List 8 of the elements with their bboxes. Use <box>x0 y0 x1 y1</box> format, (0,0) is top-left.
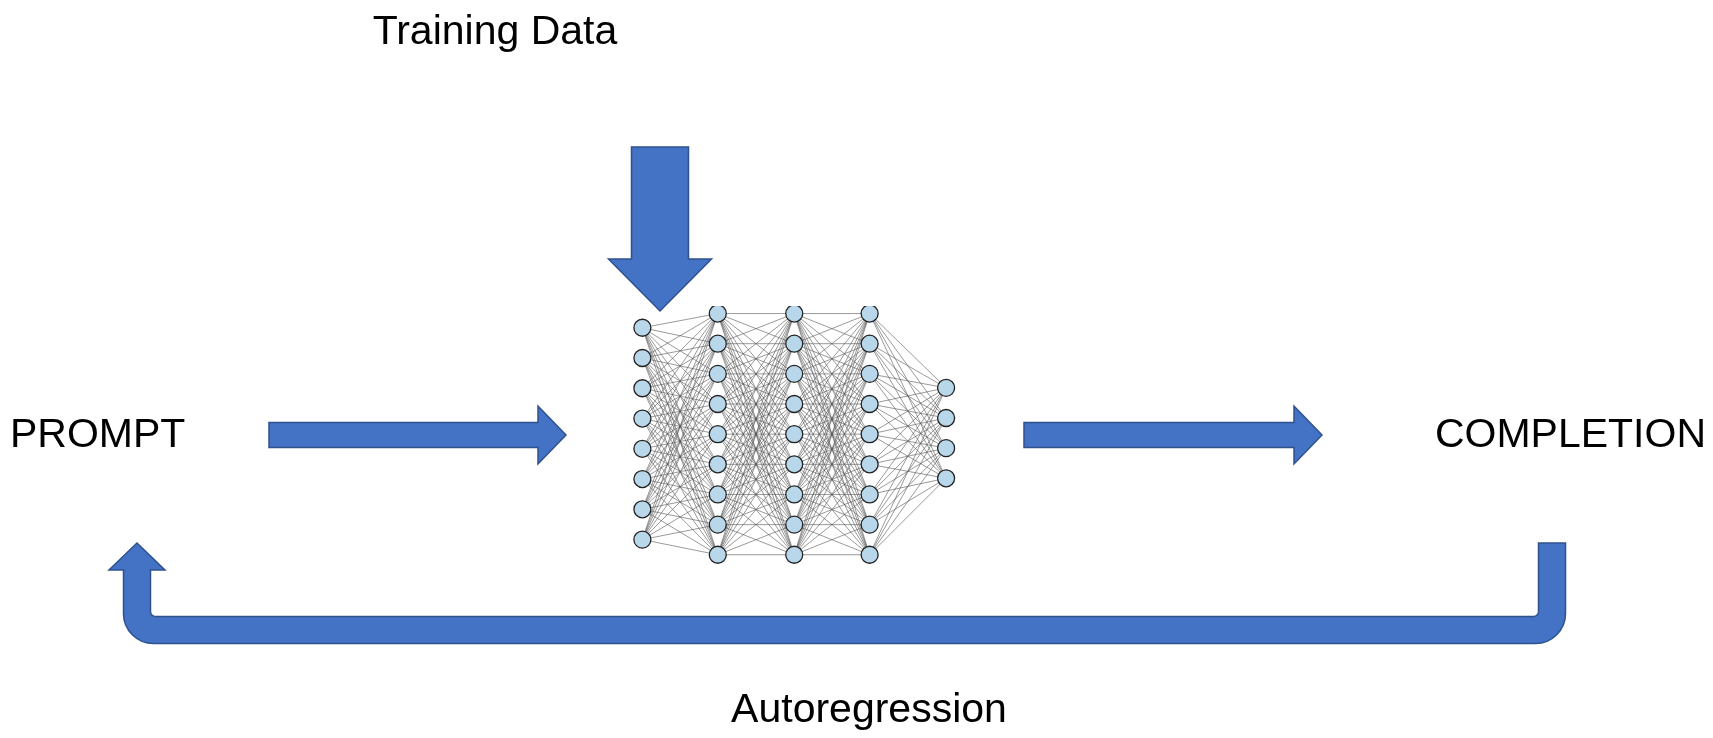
block-arrow <box>268 404 568 466</box>
block-arrow <box>606 146 714 313</box>
block-arrow <box>1023 404 1324 466</box>
edge-label: Autoregression <box>731 686 1007 732</box>
node-label: Training Data <box>372 8 618 54</box>
block-arrow <box>108 542 1567 645</box>
node-label: COMPLETION <box>1434 411 1706 457</box>
node-label: PROMPT <box>10 411 186 457</box>
